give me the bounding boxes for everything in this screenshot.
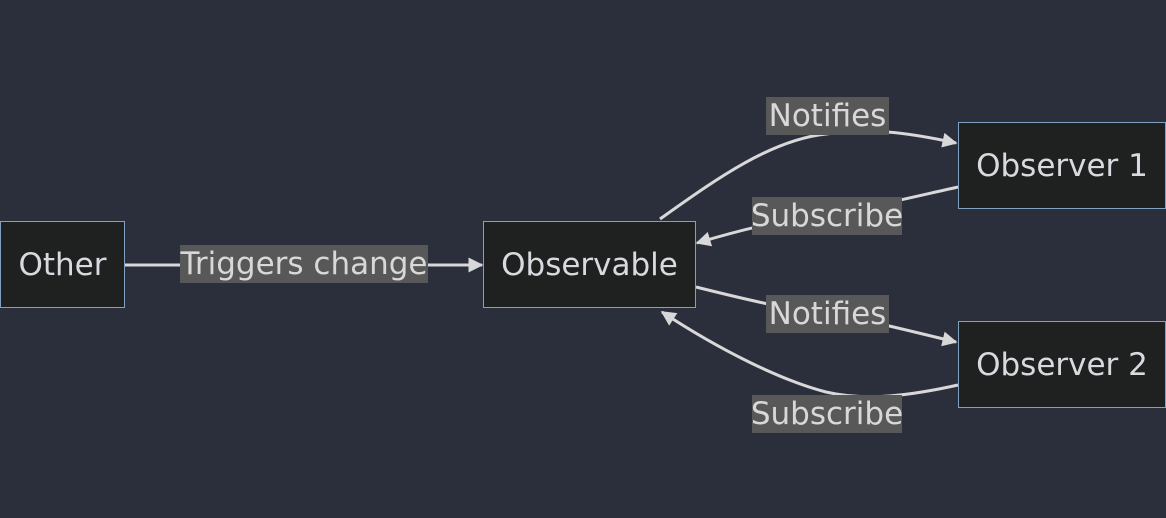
edge-label-subscribe-1: Subscribe (750, 197, 904, 235)
edge-label-notifies-2: Notifies (766, 295, 889, 333)
node-observer-2[interactable]: Observer 2 (958, 321, 1166, 408)
node-other[interactable]: Other (0, 221, 125, 308)
node-observer-1-label: Observer 1 (976, 147, 1148, 184)
node-other-label: Other (18, 246, 107, 283)
edge-label-notifies-1: Notifies (766, 97, 889, 135)
node-observable[interactable]: Observable (483, 221, 696, 308)
node-observer-1[interactable]: Observer 1 (958, 122, 1166, 209)
edge-observer2-subscribe-observable (660, 310, 959, 399)
node-observer-2-label: Observer 2 (976, 346, 1148, 383)
edge-label-subscribe-2: Subscribe (750, 395, 904, 433)
edge-label-triggers-change: Triggers change (180, 245, 428, 283)
node-observable-label: Observable (501, 246, 678, 283)
